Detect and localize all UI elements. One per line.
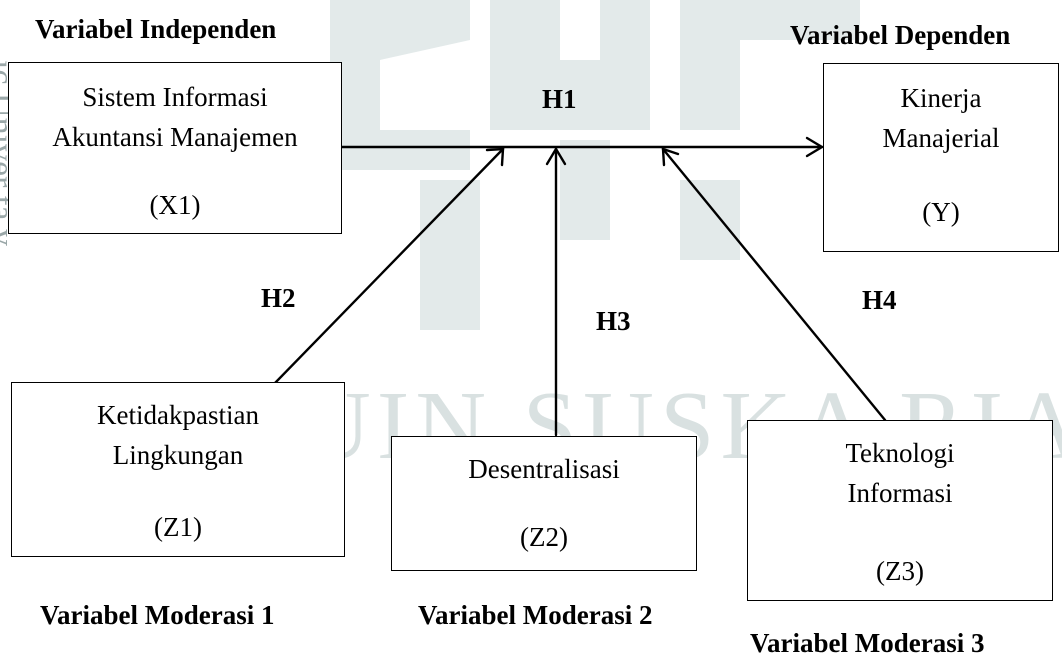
- heading-dependent: Variabel Dependen: [790, 20, 1011, 50]
- arrowhead-h3: [545, 146, 567, 166]
- heading-moderation-3: Variabel Moderasi 3: [750, 628, 985, 658]
- heading-moderation-1: Variabel Moderasi 1: [40, 600, 275, 630]
- box-z1-code: (Z1): [154, 512, 202, 542]
- heading-moderation-2: Variabel Moderasi 2: [418, 600, 653, 630]
- box-x1-line2: Akuntansi Manajemen: [52, 122, 298, 152]
- watermark-logo: [330, 0, 860, 330]
- box-z2-line1: Desentralisasi: [468, 454, 620, 484]
- box-y-line2: Manajerial: [882, 123, 1000, 153]
- box-z3: Teknologi Informasi (Z3): [747, 420, 1053, 601]
- box-y: Kinerja Manajerial (Y): [823, 63, 1059, 252]
- label-h2: H2: [261, 283, 296, 313]
- box-y-code: (Y): [922, 197, 960, 227]
- box-z1: Ketidakpastian Lingkungan (Z1): [11, 382, 345, 557]
- label-h1: H1: [542, 84, 577, 114]
- arrowhead-h4: [661, 147, 680, 167]
- arrow-h2-z1: [273, 147, 505, 385]
- label-h4: H4: [862, 285, 897, 315]
- box-x1-line1: Sistem Informasi: [82, 82, 268, 112]
- arrowhead-h1: [805, 136, 825, 158]
- label-h3: H3: [596, 306, 631, 336]
- box-z1-line2: Lingkungan: [112, 440, 244, 470]
- heading-independent: Variabel Independen: [35, 14, 277, 44]
- box-z1-line1: Ketidakpastian: [97, 400, 259, 430]
- arrow-h4-z3: [661, 147, 887, 422]
- box-y-line1: Kinerja: [900, 83, 982, 113]
- box-z2-code: (Z2): [520, 522, 568, 552]
- box-z3-code: (Z3): [876, 556, 924, 586]
- arrowhead-h2: [485, 147, 505, 167]
- box-x1-code: (X1): [149, 190, 201, 220]
- box-z3-line1: Teknologi: [845, 438, 955, 468]
- box-z3-line2: Informasi: [847, 478, 953, 508]
- box-z2: Desentralisasi (Z2): [391, 436, 697, 571]
- box-x1: Sistem Informasi Akuntansi Manajemen (X1…: [8, 62, 342, 234]
